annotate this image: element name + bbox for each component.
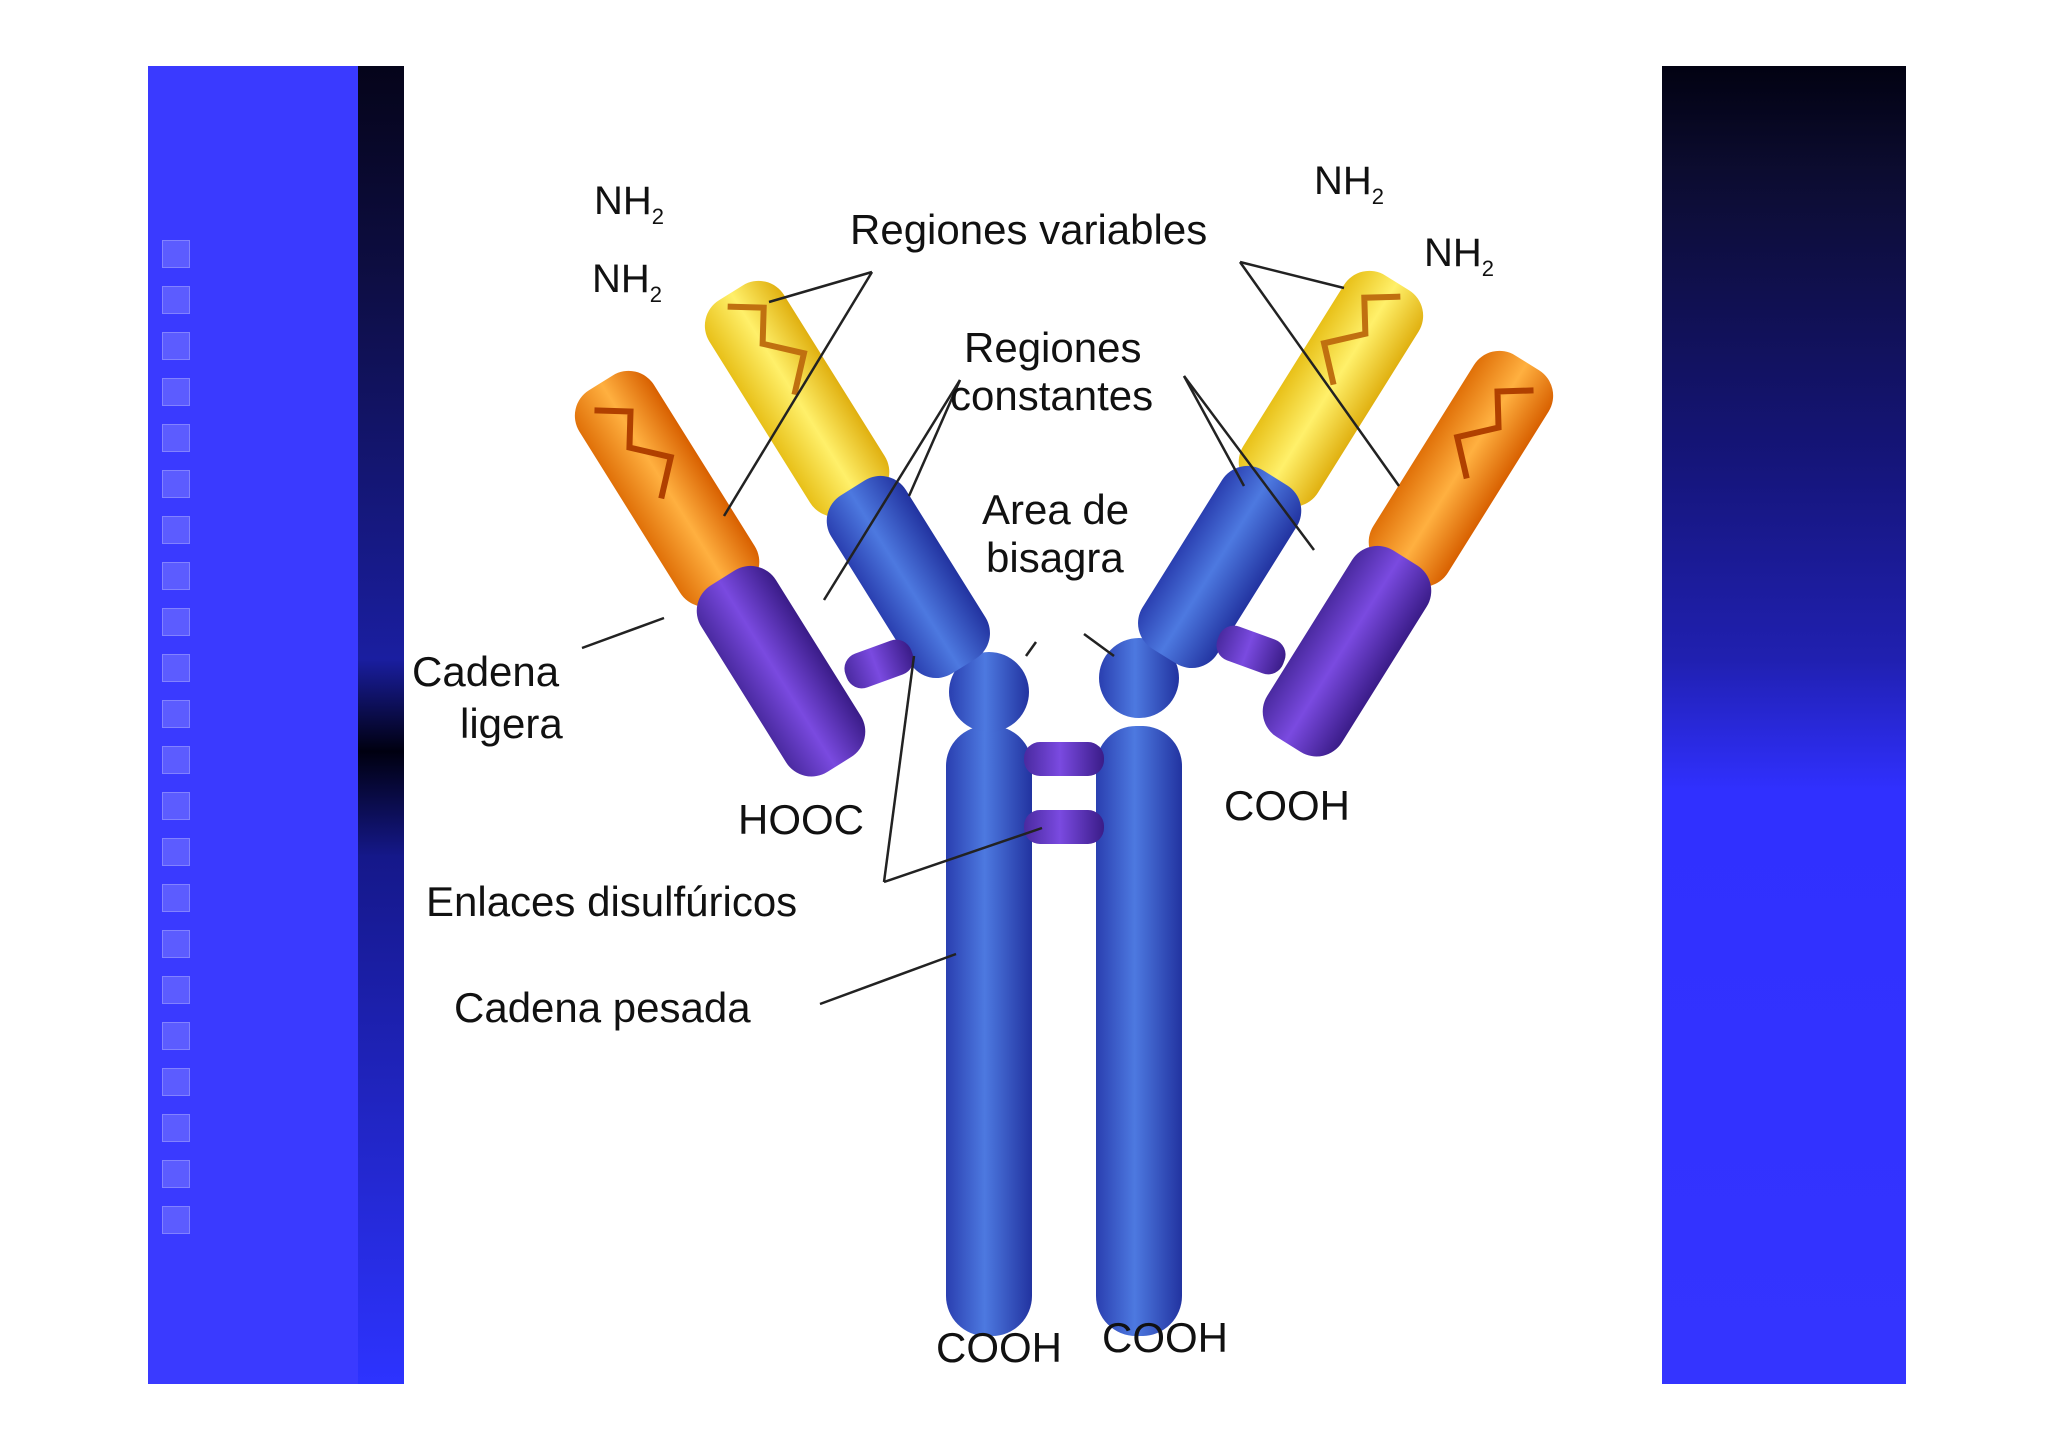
label-bisagra: bisagra [986,534,1124,581]
hinge-sphere-left [949,652,1029,732]
label-regiones-constantes-2: constantes [950,372,1153,419]
label-cooh-right: COOH [1224,782,1350,829]
hinge-sphere-right [1099,638,1179,718]
label-enlaces-disulfuricos: Enlaces disulfúricos [426,878,797,925]
right-light-arm [1262,350,1554,757]
antibody-diagram: NH2 NH2 NH2 NH2 Regiones variables Regio… [412,159,1554,1371]
right-arm-disulfide [1216,625,1286,675]
antibody-figure: NH2 NH2 NH2 NH2 Regiones variables Regio… [404,66,1662,1384]
heavy-chain-stem-left [946,726,1032,1336]
label-regiones-variables: Regiones variables [850,206,1207,253]
label-cadena-ligera-1: Cadena [412,648,560,695]
label-nh2-left-inner: NH2 [594,179,664,229]
label-cadena-pesada: Cadena pesada [454,984,751,1031]
disulfide-bond-lower [1024,810,1104,844]
label-cooh-bottom-right: COOH [1102,1314,1228,1361]
label-regiones-constantes-1: Regiones [964,324,1141,371]
label-hooc: HOOC [738,796,864,843]
label-nh2-left-outer: NH2 [592,257,662,307]
label-area-de: Area de [982,486,1129,533]
label-cooh-bottom-left: COOH [936,1324,1062,1371]
label-nh2-right-inner: NH2 [1314,159,1384,209]
leader-lines [581,260,1401,1006]
left-square-pattern [162,240,196,1234]
right-slide-band [1662,66,1906,1384]
disulfide-bond-upper [1024,742,1104,776]
left-light-arm [574,370,866,777]
label-nh2-right-outer: NH2 [1424,231,1494,281]
label-cadena-ligera-2: ligera [460,700,563,747]
left-dark-stripe [358,66,404,1384]
heavy-chain-stem-right [1096,726,1182,1336]
left-heavy-arm [704,280,990,678]
left-arm-disulfide [844,639,914,689]
